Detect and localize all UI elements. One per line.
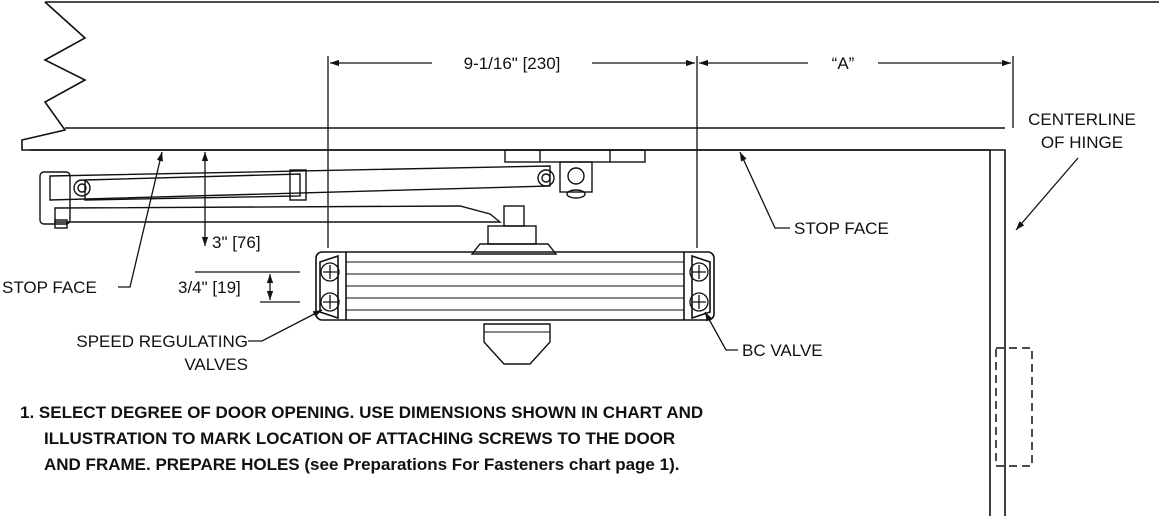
stop-face-left-label: STOP FACE — [2, 278, 97, 297]
bc-valve-upper — [689, 262, 709, 282]
closer-screws — [320, 262, 709, 312]
arm-end-pivot — [537, 169, 555, 187]
parallel-arm-bracket — [504, 149, 646, 199]
lower-arm — [54, 205, 502, 223]
pinion-cap — [483, 323, 551, 365]
arm-pivot — [73, 179, 91, 197]
main-arm — [49, 165, 551, 201]
stop-face-right-leader — [739, 151, 790, 229]
speed-valves-label-2: VALVES — [184, 355, 248, 374]
dim-34in-label: 3/4" [19] — [178, 278, 241, 297]
centerline-label-1: CENTERLINE — [1028, 110, 1136, 129]
speed-valve-upper — [320, 262, 340, 282]
instruction-line-1: 1. SELECT DEGREE OF DOOR OPENING. USE DI… — [20, 403, 703, 422]
centerline-label-2: OF HINGE — [1041, 133, 1123, 152]
dim-3in-label: 3" [76] — [212, 233, 261, 252]
centerline-leader — [1015, 157, 1079, 231]
hinge-dashed — [995, 347, 1033, 467]
door-break-line — [21, 1, 1006, 248]
instruction-line-3: AND FRAME. PREPARE HOLES (see Preparatio… — [44, 455, 679, 474]
bc-valve-lower — [689, 292, 709, 312]
dimension-lines — [195, 56, 1014, 303]
arm-linkage — [39, 165, 558, 255]
instruction-line-2: ILLUSTRATION TO MARK LOCATION OF ATTACHI… — [44, 429, 675, 448]
speed-valve-lower — [320, 292, 340, 312]
stop-face-right-label: STOP FACE — [794, 219, 889, 238]
stop-face-left-leader — [118, 151, 163, 288]
speed-valves-label-1: SPEED REGULATING — [76, 332, 248, 351]
bc-valve-leader — [704, 311, 738, 351]
dim-a-label: “A” — [832, 54, 855, 73]
forearm — [84, 173, 301, 201]
closer-body — [315, 251, 715, 321]
bc-valve-label: BC VALVE — [742, 341, 823, 360]
leader-lines — [118, 151, 1079, 351]
speed-valves-leader — [248, 309, 323, 342]
dim-main-label: 9-1/16" [230] — [464, 54, 561, 73]
